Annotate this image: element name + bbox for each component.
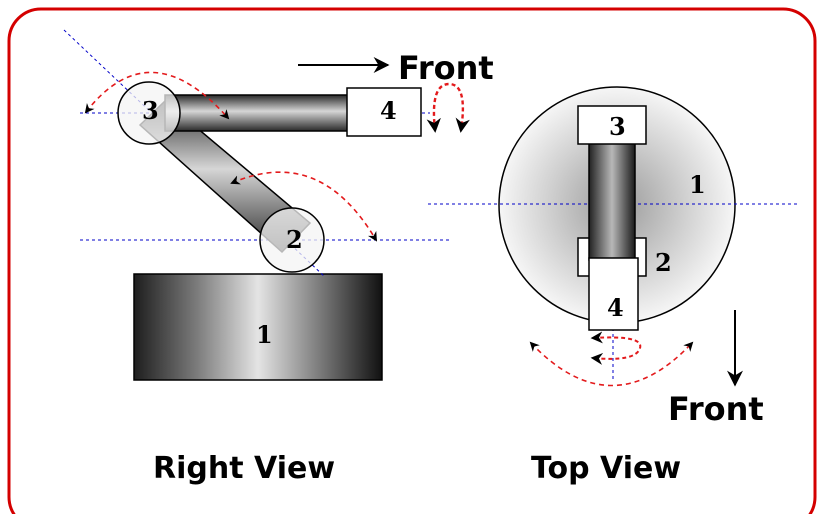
gripper-4-block [346,87,422,137]
top-joint-2-label: 2 [655,248,672,277]
top-joint-3-label: 3 [609,112,626,141]
joint-3-label: 3 [142,96,159,125]
top-arm-column [588,139,636,261]
gripper-4-label: 4 [380,96,397,125]
right-view-caption: Right View [153,451,335,486]
base-1-label: 1 [256,320,273,349]
joint-2-label: 2 [286,225,303,254]
top-view-caption: Top View [531,451,681,486]
top-view: 1 2 3 4 Front Top View [428,86,800,486]
front-label-right-view: Front [398,49,494,87]
right-view: 1 4 3 2 Front Right View [63,29,494,486]
top-gripper-4-label: 4 [607,293,624,322]
joint2-rotation-arrow [230,171,377,242]
top-gripper-rotation-arrow [590,331,642,365]
top-base-1-label: 1 [689,170,706,199]
front-label-top-view: Front [668,390,764,428]
joint3-rotation-arrow [84,71,230,120]
gripper-rotation-arrow [426,82,470,133]
top-joint-3-block [577,105,647,145]
top-gripper-4-block [588,257,639,331]
base-1-block [133,273,383,381]
upper-arm-link [164,94,351,132]
top-base-rotation-arrow [529,341,694,387]
